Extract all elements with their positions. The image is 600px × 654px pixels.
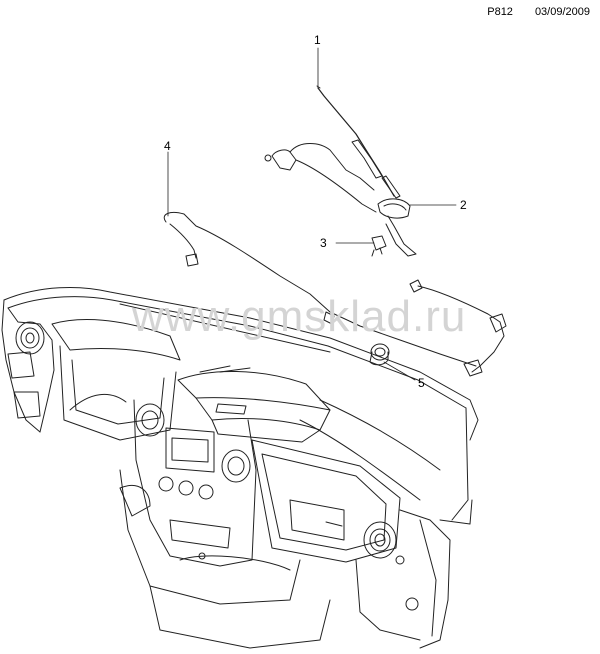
antenna-clip	[371, 235, 387, 257]
antenna-cable	[163, 211, 507, 377]
callouts: 1 2 3 4 5	[164, 33, 467, 390]
leader-lines	[167, 47, 457, 381]
watermark: www.gmsklad.ru	[132, 292, 467, 341]
callout-3: 3	[320, 236, 327, 250]
callout-4: 4	[164, 139, 171, 153]
diagram-date: 03/09/2009	[534, 6, 590, 18]
diagram-ref: P812	[487, 6, 513, 18]
callout-2: 2	[460, 198, 467, 212]
antenna-lead	[264, 143, 377, 213]
leader-line-5	[383, 361, 416, 381]
cable-grommet	[369, 343, 390, 366]
antenna-mast	[316, 85, 401, 199]
antenna-base	[377, 198, 417, 257]
callout-5: 5	[418, 376, 425, 390]
callout-1: 1	[314, 33, 321, 47]
dashboard-illustration	[1, 287, 479, 649]
sheet-header: P812 03/09/2009	[487, 6, 590, 18]
